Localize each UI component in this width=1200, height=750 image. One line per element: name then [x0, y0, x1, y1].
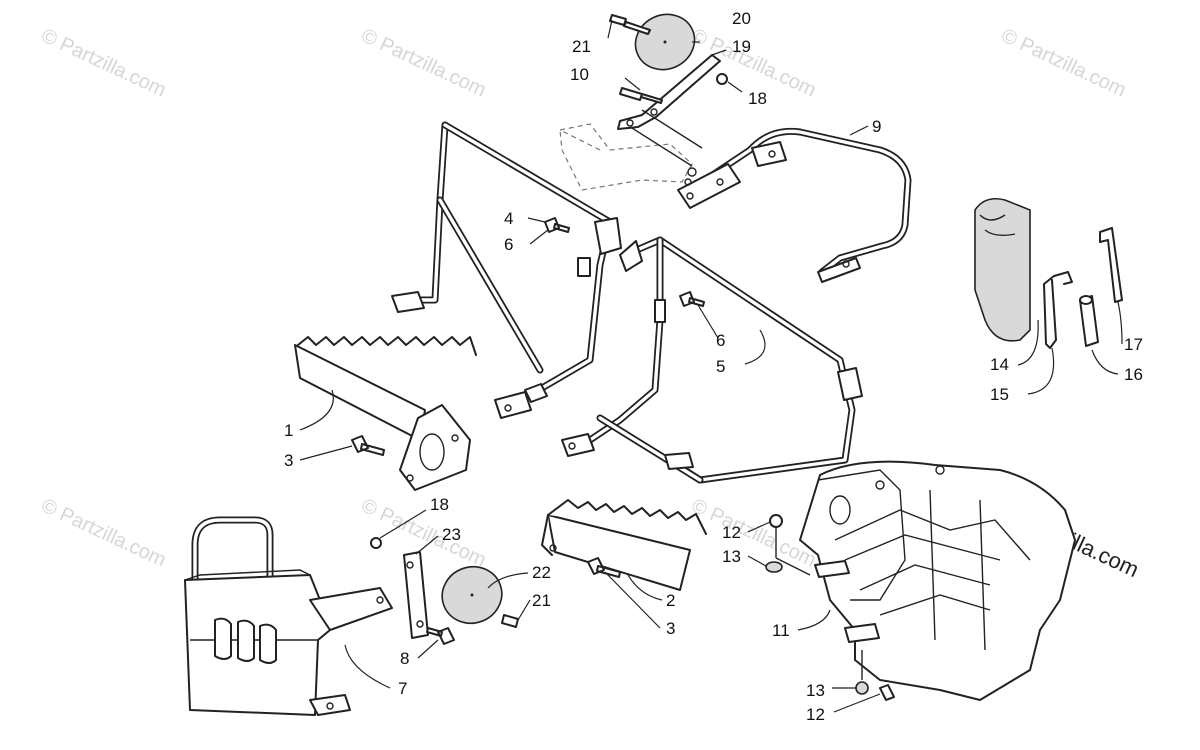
- callout-7: 7: [398, 679, 407, 698]
- watermark: © Partzilla.com: [38, 25, 169, 102]
- callout-13: 13: [722, 547, 741, 566]
- callout-12: 12: [722, 523, 741, 542]
- callout-1: 1: [284, 421, 293, 440]
- front-reflector-assembly: [370, 537, 519, 645]
- watermark: © Partzilla.com: [998, 25, 1129, 102]
- callout-14: 14: [990, 355, 1009, 374]
- callout-10: 10: [570, 65, 589, 84]
- watermark: © Partzilla.com: [358, 495, 489, 572]
- callout-15: 15: [990, 385, 1009, 404]
- callout-6: 6: [504, 235, 513, 254]
- skid-hardware: [765, 514, 895, 701]
- callout-8: 8: [400, 649, 409, 668]
- callout-3: 3: [284, 451, 293, 470]
- callout-18: 18: [748, 89, 767, 108]
- bolt-6-lower: [679, 291, 705, 307]
- callout-6: 6: [716, 331, 725, 350]
- callout-5: 5: [716, 357, 725, 376]
- bolt-3-upper: [351, 435, 385, 456]
- skid-plate-11: [799, 460, 1076, 701]
- callout-20: 20: [732, 9, 751, 28]
- callout-22: 22: [532, 563, 551, 582]
- bolt-3-lower: [587, 557, 621, 578]
- rack-frame-4: [391, 121, 622, 419]
- leader-lines: [299, 19, 1123, 713]
- grab-bar-9: [677, 127, 912, 283]
- callout-18: 18: [430, 495, 449, 514]
- bumper-7: [184, 516, 393, 716]
- callout-3: 3: [666, 619, 675, 638]
- callout-21: 21: [572, 37, 591, 56]
- tool-kit-parts: [974, 197, 1123, 349]
- bolt-6-upper: [544, 217, 570, 233]
- footpeg-1: [294, 336, 477, 491]
- callout-21: 21: [532, 591, 551, 610]
- callout-2: 2: [666, 591, 675, 610]
- callout-4: 4: [504, 209, 513, 228]
- callout-19: 19: [732, 37, 751, 56]
- callout-23: 23: [442, 525, 461, 544]
- callout-16: 16: [1124, 365, 1143, 384]
- callout-17: 17: [1124, 335, 1143, 354]
- footpeg-2: [541, 499, 707, 591]
- top-reflector-assembly: [559, 13, 728, 191]
- rack-frame-5: [561, 236, 863, 484]
- watermark: © Partzilla.com: [38, 495, 169, 572]
- watermark: © Partzilla.com: [688, 495, 819, 572]
- callout-13: 13: [806, 681, 825, 700]
- callout-labels: 20 21 19 10 18 9 4 6 6 5 1 3 14 17 15 16…: [284, 9, 1143, 724]
- watermark: © Partzilla.com: [358, 25, 489, 102]
- callout-11: 11: [772, 621, 790, 640]
- callout-9: 9: [872, 117, 881, 136]
- callout-12: 12: [806, 705, 825, 724]
